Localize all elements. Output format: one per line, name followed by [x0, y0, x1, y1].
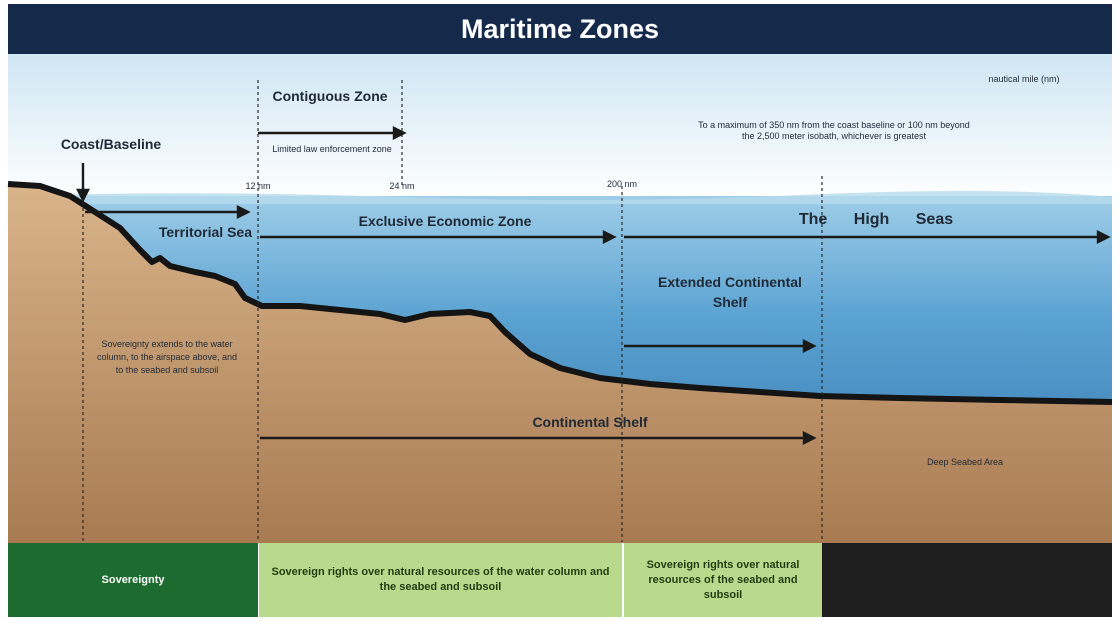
contiguous-zone-title: Contiguous Zone — [272, 88, 388, 104]
contiguous-arrowhead — [392, 126, 407, 140]
zone-arrows — [76, 126, 1111, 445]
eez-label: Exclusive Economic Zone — [358, 213, 532, 229]
seabed — [8, 184, 1112, 546]
baseline-arrowhead — [76, 188, 90, 203]
title-banner: Maritime Zones — [8, 4, 1112, 54]
sovereignty-extent-note: Sovereignty extends to the water column,… — [96, 339, 238, 375]
high-seas-bar — [822, 543, 1112, 617]
coast-baseline-label: Coast/Baseline — [60, 136, 162, 152]
high-seas-label: The High Seas — [798, 211, 954, 228]
high-seas-arrowhead — [1096, 230, 1111, 244]
sky — [8, 54, 1112, 202]
territorial-arrowhead — [236, 205, 251, 219]
marker-200nm: 200 nm — [606, 179, 638, 189]
continental-shelf-arrowhead — [802, 431, 817, 445]
seafloor-line — [7, 181, 1113, 405]
sovereignty-bar: Sovereignty — [8, 543, 258, 617]
contiguous-zone-subtitle: Limited law enforcement zone — [272, 144, 392, 154]
marker-24nm: 24 nm — [389, 181, 415, 191]
eez-arrowhead — [602, 230, 617, 244]
extended-shelf-arrowhead — [802, 339, 817, 353]
units-note: nautical mile (nm) — [988, 74, 1060, 84]
eez-rights-bar: Sovereign rights over natural resources … — [258, 543, 622, 617]
extended-shelf-limit-note: To a maximum of 350 nm from the coast ba… — [698, 120, 970, 141]
sea-surface — [8, 190, 1112, 204]
continental-shelf-label: Continental Shelf — [532, 414, 648, 430]
shelf-rights-bar: Sovereign rights over natural resources … — [622, 543, 822, 617]
marker-12nm: 12 nm — [245, 181, 271, 191]
extended-shelf-label: Extended Continental Shelf — [658, 274, 802, 310]
territorial-sea-label: Territorial Sea — [158, 224, 252, 240]
deep-seabed-label: Deep Seabed Area — [926, 457, 1004, 467]
